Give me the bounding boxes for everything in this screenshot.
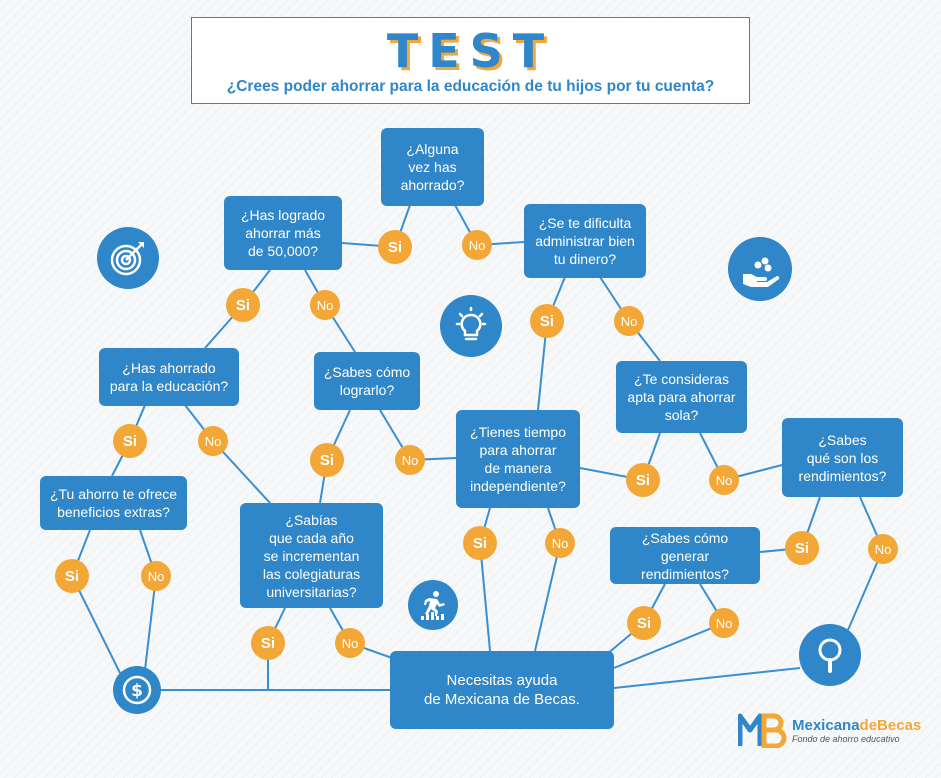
magnifier-icon — [799, 624, 861, 686]
answer-no-circle: No — [709, 608, 739, 638]
answer-si-circle: Si — [113, 424, 147, 458]
result-box: Necesitas ayuda de Mexicana de Becas. — [390, 651, 614, 729]
page-subtitle: ¿Crees poder ahorrar para la educación d… — [226, 78, 715, 95]
answer-si-circle: Si — [226, 288, 260, 322]
answer-si-circle: Si — [627, 606, 661, 640]
logo-brand-main: Mexicana — [792, 717, 860, 734]
question-beneficios: ¿Tu ahorro te ofrece beneficios extras? — [40, 476, 187, 530]
svg-text:$: $ — [131, 681, 143, 701]
answer-no-circle: No — [868, 534, 898, 564]
answer-si-circle: Si — [463, 526, 497, 560]
answer-no-circle: No — [198, 426, 228, 456]
logo-tagline: Fondo de ahorro educativo — [792, 734, 900, 744]
answer-si-circle: Si — [626, 463, 660, 497]
answer-si-circle: Si — [55, 559, 89, 593]
answer-no-circle: No — [335, 628, 365, 658]
question-educacion: ¿Has ahorrado para la educación? — [99, 348, 239, 406]
header-panel: TEST ¿Crees poder ahorrar para la educac… — [191, 17, 750, 104]
question-lograrlo: ¿Sabes cómo lograrlo? — [314, 352, 420, 410]
answer-no-circle: No — [462, 230, 492, 260]
question-tiempo: ¿Tienes tiempo para ahorrar de manera in… — [456, 410, 580, 508]
answer-no-circle: No — [709, 465, 739, 495]
question-generar: ¿Sabes cómo generar rendimientos? — [610, 527, 760, 584]
question-colegiaturas: ¿Sabías que cada año se incrementan las … — [240, 503, 383, 608]
answer-no-circle: No — [310, 290, 340, 320]
dollar-icon: $ — [113, 666, 161, 714]
logo-mark — [737, 713, 787, 749]
logo-brand: MexicanadeBecas — [792, 717, 921, 734]
target-icon — [97, 227, 159, 289]
answer-no-circle: No — [545, 528, 575, 558]
question-50000: ¿Has logrado ahorrar más de 50,000? — [224, 196, 342, 270]
brand-logo: MexicanadeBecas Fondo de ahorro educativ… — [737, 712, 921, 749]
logo-brand-accent: deBecas — [859, 717, 922, 734]
page-title: TEST — [386, 24, 555, 78]
question-ahorrado: ¿Alguna vez has ahorrado? — [381, 128, 484, 206]
question-dificulta: ¿Se te dificulta administrar bien tu din… — [524, 204, 646, 278]
answer-si-circle: Si — [785, 531, 819, 565]
answer-no-circle: No — [614, 306, 644, 336]
hand-coins-icon — [728, 237, 792, 301]
answer-no-circle: No — [395, 445, 425, 475]
runner-chart-icon — [408, 580, 458, 630]
answer-no-circle: No — [141, 561, 171, 591]
answer-si-circle: Si — [310, 443, 344, 477]
question-rendimientos: ¿Sabes qué son los rendimientos? — [782, 418, 903, 497]
question-apta: ¿Te consideras apta para ahorrar sola? — [616, 361, 747, 433]
answer-si-circle: Si — [530, 304, 564, 338]
answer-si-circle: Si — [251, 626, 285, 660]
answer-si-circle: Si — [378, 230, 412, 264]
lightbulb-icon — [440, 295, 502, 357]
